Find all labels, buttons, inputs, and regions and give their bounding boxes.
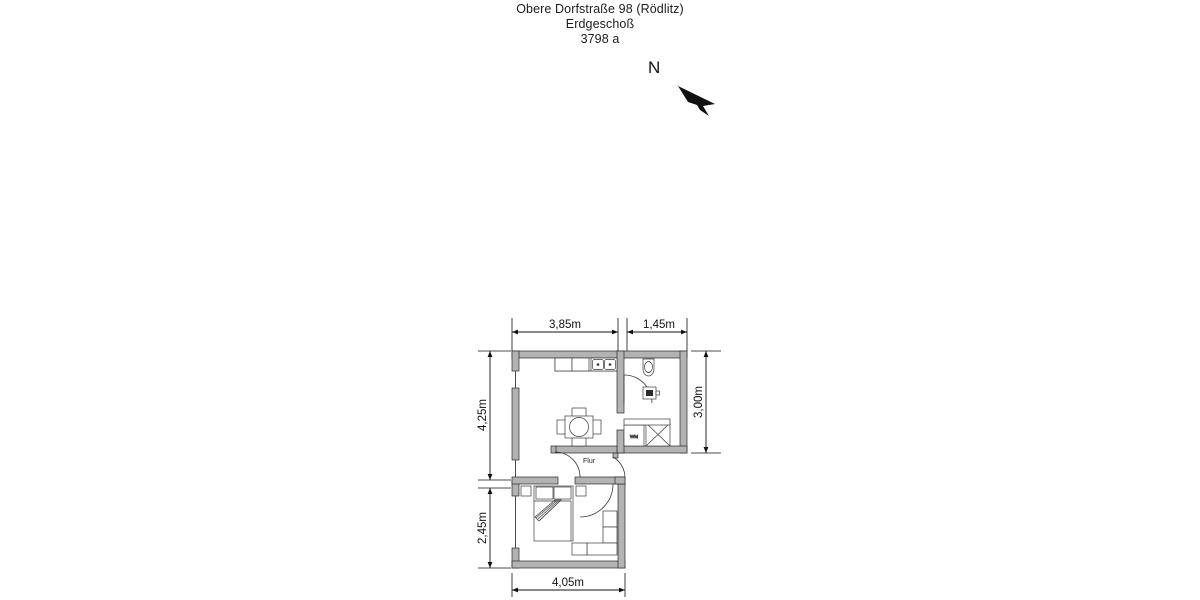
kitchen-cabinet-1 bbox=[554, 357, 573, 372]
dining-table-round bbox=[569, 417, 589, 437]
blanket-line-2 bbox=[537, 500, 559, 520]
wall-top bbox=[511, 350, 688, 359]
wall-bedroom-top-left bbox=[511, 476, 559, 485]
dining-chair-bottom bbox=[571, 436, 587, 447]
door-flur bbox=[612, 456, 626, 479]
bathroom-fixtures: WM bbox=[623, 358, 671, 447]
wall-right-lower bbox=[617, 482, 626, 569]
north-arrow-icon bbox=[678, 86, 715, 116]
bedroom-fixtures bbox=[520, 485, 618, 556]
wall-bottom bbox=[511, 560, 626, 569]
dimension-label-left-lower: 2,45m bbox=[477, 512, 489, 544]
sofa-seg-2 bbox=[602, 526, 618, 544]
dining-chair-top bbox=[571, 407, 587, 418]
wall-bath-left bbox=[616, 350, 625, 414]
pillow-right bbox=[553, 486, 572, 500]
pillow-left bbox=[535, 486, 554, 500]
sofa-seg-4 bbox=[571, 542, 588, 556]
dining-set bbox=[556, 407, 602, 447]
floorplan-svg: 3,85m 1,45m 4,25m 2,45m 3,00m bbox=[477, 318, 721, 597]
wall-left-seg1 bbox=[511, 350, 520, 372]
dimension-group-left: 4,25m 2,45m bbox=[477, 350, 511, 569]
room-label-flur: Flur bbox=[583, 458, 596, 465]
dimension-label-left-upper: 4,25m bbox=[477, 399, 489, 431]
nightstand-right bbox=[575, 485, 587, 497]
bath-counter bbox=[623, 418, 671, 426]
floor-label: Erdgeschoß bbox=[565, 17, 635, 31]
door-bedroom bbox=[579, 483, 614, 518]
dimension-group-right: 3,00m bbox=[691, 350, 721, 454]
compass-north-label: N bbox=[648, 58, 661, 77]
shower-diag-2 bbox=[645, 422, 671, 447]
wall-bath-bottom bbox=[616, 445, 688, 454]
sink-drain-left bbox=[596, 363, 600, 366]
compass: N bbox=[640, 58, 730, 116]
dimension-label-right: 3,00m bbox=[693, 386, 705, 418]
blanket-line-3 bbox=[539, 500, 561, 521]
sofa-seg-3 bbox=[586, 542, 618, 556]
wall-left-seg2 bbox=[511, 387, 520, 461]
dimension-group-bottom: 4,05m bbox=[511, 573, 626, 597]
dimension-label-bottom: 4,05m bbox=[552, 577, 584, 589]
washing-machine-label: WM bbox=[630, 434, 638, 439]
kitchen-fixtures bbox=[554, 357, 618, 372]
door-living-room bbox=[554, 451, 581, 478]
washbasin-inner bbox=[646, 390, 653, 396]
sink-drain-right bbox=[608, 363, 612, 366]
floorplan-drawing: 3,85m 1,45m 4,25m 2,45m 3,00m bbox=[465, 305, 735, 600]
door-jamb-flur-right bbox=[612, 452, 619, 459]
property-address: Obere Dorfstraße 98 (Rödlitz) bbox=[516, 2, 684, 16]
dimension-label-top-right: 1,45m bbox=[643, 319, 675, 331]
door-jamb-flur-left bbox=[550, 445, 557, 454]
wall-right-upper bbox=[679, 350, 688, 454]
title-block: Obere Dorfstraße 98 (Rödlitz) Erdgeschoß… bbox=[0, 2, 1200, 47]
sofa-seg-1 bbox=[602, 510, 618, 528]
washbasin-tap bbox=[655, 390, 660, 396]
dimension-label-top-left: 3,85m bbox=[549, 319, 581, 331]
toilet-bowl bbox=[644, 361, 653, 373]
kitchen-cabinet-2 bbox=[571, 357, 590, 372]
plan-id: 3798 a bbox=[580, 32, 620, 46]
dimension-group-top: 3,85m 1,45m bbox=[511, 318, 688, 351]
nightstand-left bbox=[520, 485, 532, 497]
blanket-line-1 bbox=[535, 500, 557, 519]
door-jamb-bedroom bbox=[614, 476, 626, 485]
wall-bath-left-lower bbox=[616, 429, 625, 454]
wall-flur-top bbox=[554, 445, 618, 454]
